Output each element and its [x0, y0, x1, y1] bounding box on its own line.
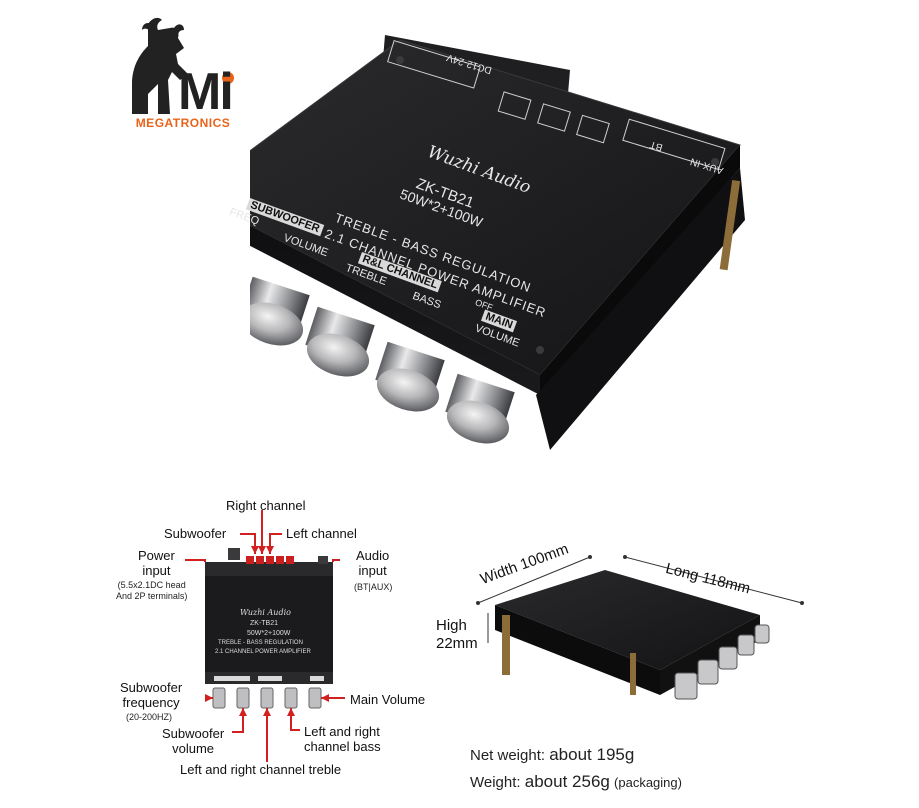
- goat-logo-icon: [132, 17, 234, 115]
- diagram-line2: 2.1 CHANNEL POWER AMPLIFIER: [215, 649, 311, 655]
- dimensions-photo: [430, 545, 810, 735]
- gross-weight-value: about 256g: [524, 772, 610, 791]
- callout-main-volume: Main Volume: [350, 692, 426, 707]
- diagram-board: [205, 562, 333, 684]
- callout-audio-input-note: (BT|AUX): [354, 582, 393, 592]
- callout-subwoofer: Subwoofer: [164, 526, 227, 541]
- callout-left-channel: Left channel: [286, 526, 357, 541]
- gross-weight: Weight: about 256g (packaging): [470, 772, 682, 792]
- diagram-power: 50W*2+100W: [247, 630, 291, 637]
- logo-mark: Mi: [178, 63, 234, 121]
- callout-power-input-note: (5.5x2.1DC head And 2P terminals): [116, 580, 188, 601]
- net-weight-value: about 195g: [549, 745, 635, 764]
- net-weight: Net weight: about 195g: [470, 745, 634, 765]
- callout-lr-treble: Left and right channel treble: [180, 762, 342, 777]
- diagram-line1: TREBLE - BASS REGULATION: [218, 640, 303, 646]
- gross-weight-note: (packaging): [614, 775, 682, 790]
- callout-right-channel: Right channel: [226, 498, 306, 513]
- diagram-model: ZK-TB21: [250, 620, 279, 627]
- callout-sub-frequency: Subwoofer frequency: [120, 680, 183, 710]
- diagram-brand-script: Wuzhi Audio: [240, 608, 291, 617]
- net-weight-label: Net weight:: [470, 747, 546, 764]
- callout-power-input: Power input: [138, 548, 175, 578]
- callout-sub-frequency-note: (20-200HZ): [126, 712, 173, 722]
- labeled-board-diagram: Wuzhi Audio ZK-TB21 50W*2+100W TREBLE - …: [0, 490, 440, 808]
- brand-logo: Mi MEGATRONICS: [118, 14, 248, 134]
- amplifier-photo: Wuzhi Audio ZK-TB21 50W*2+100W TREBLE - …: [228, 10, 770, 470]
- logo-brand-text: MEGATRONICS: [135, 116, 231, 130]
- callout-audio-input: Audio input: [356, 548, 390, 578]
- dim-high: High 22mm: [436, 617, 478, 652]
- callout-sub-volume: Subwoofer volume: [162, 726, 225, 756]
- gross-weight-label: Weight:: [470, 774, 521, 791]
- knob-row: [250, 276, 515, 444]
- callout-lr-bass: Left and right channel bass: [304, 724, 381, 754]
